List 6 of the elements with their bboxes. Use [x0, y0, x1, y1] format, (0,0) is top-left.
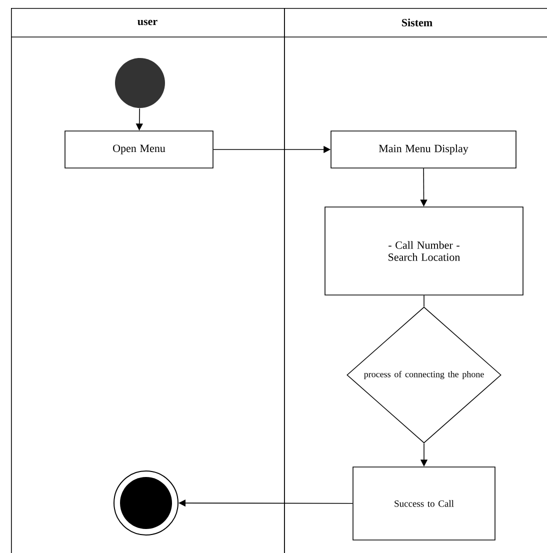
activity-box: Success to Call [352, 466, 496, 540]
end-node [114, 470, 178, 536]
activity-box: Open Menu [64, 130, 214, 168]
activity-box: Main Menu Display [330, 130, 516, 168]
start-node [115, 58, 165, 108]
activity-box: - Call Number - Search Location [324, 206, 524, 296]
